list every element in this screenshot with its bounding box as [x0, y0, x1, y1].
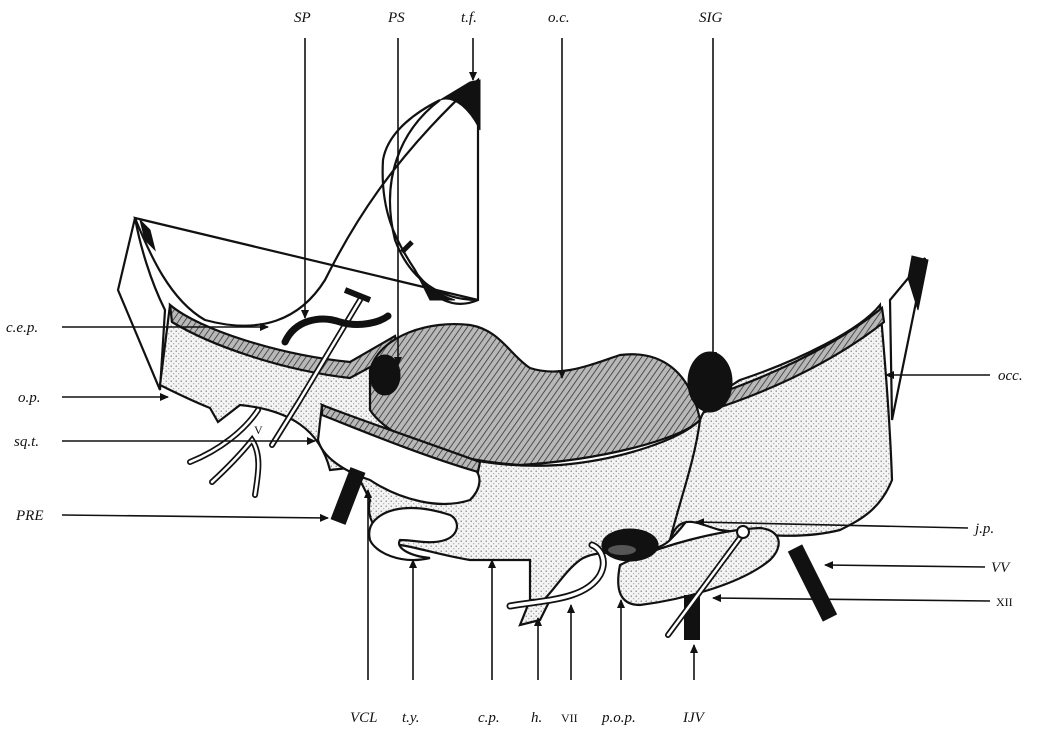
fenestra-inner	[608, 545, 636, 555]
label-oc: o.c.	[548, 10, 570, 26]
label-v: V	[254, 423, 263, 437]
vein-vv	[795, 548, 830, 618]
label-h: h.	[531, 710, 542, 726]
petrosal-sinus-blob	[370, 355, 400, 395]
label-op: o.p.	[18, 390, 41, 406]
label-tf: t.f.	[461, 10, 477, 26]
vein-pre	[338, 470, 358, 522]
fenestra-blob	[602, 529, 658, 561]
label-ijv: IJV	[682, 710, 706, 726]
sigmoid-sinus-blob	[688, 352, 732, 412]
label-sqt: sq.t.	[14, 434, 39, 450]
label-cp: c.p.	[478, 710, 500, 726]
label-cep: c.e.p.	[6, 320, 38, 336]
label-pre: PRE	[15, 508, 44, 524]
label-vcl: VCL	[350, 710, 378, 726]
label-ps: PS	[387, 10, 405, 26]
label-pop: p.o.p.	[601, 710, 636, 726]
label-vv: VV	[991, 560, 1011, 576]
label-ty: t.y.	[402, 710, 420, 726]
label-occ: occ.	[998, 368, 1023, 384]
label-xii: XII	[996, 595, 1013, 609]
nerve-xii-end	[737, 526, 749, 538]
label-sig: SIG	[699, 10, 722, 26]
label-sp: SP	[294, 10, 311, 26]
figure-shapes	[118, 80, 928, 640]
label-jp: j.p.	[973, 521, 994, 537]
label-vii: VII	[561, 711, 578, 725]
